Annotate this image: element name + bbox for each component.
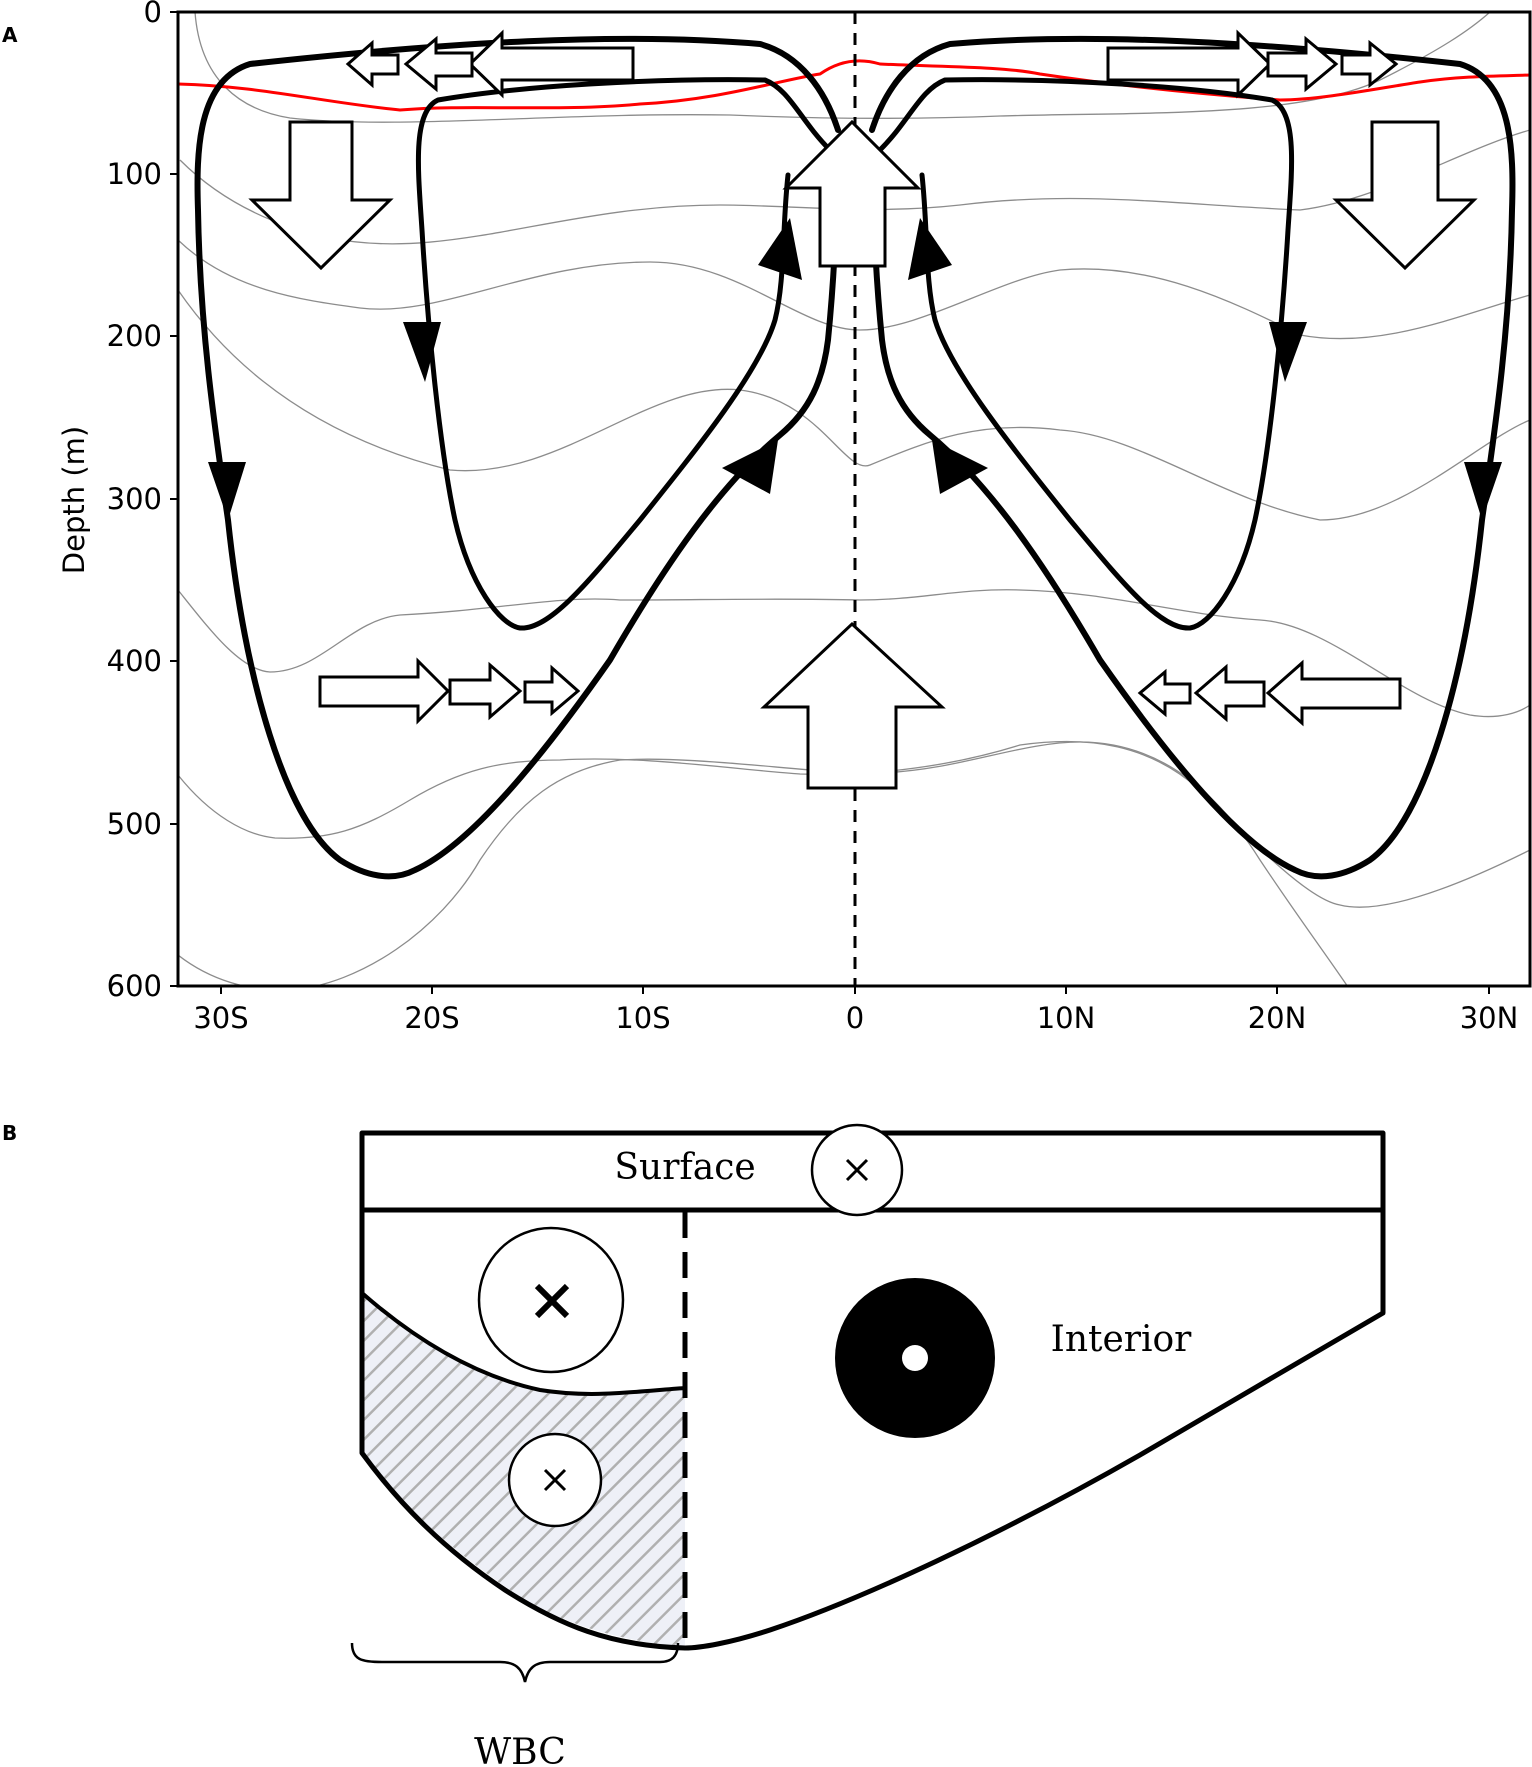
hollow-flow-arrows [248,29,1478,790]
x-tick-label-20n: 20N [1248,1001,1307,1035]
x-tick-label-0: 0 [846,1001,864,1035]
subsurface-arrow-large-left [1265,659,1402,727]
x-tick-20s: 20S [404,986,460,1035]
surface-arrow-small-right [1340,39,1399,89]
x-tick-30s: 30S [193,986,249,1035]
y-tick-400: 400 [107,644,178,678]
arrowhead-north-deep-up [932,440,988,494]
flow-arrowheads [208,218,1502,520]
arrowhead-south-return-up [758,218,802,280]
isopycnal-4 [178,289,1530,521]
equatorial-upwelling-arrow-lower [760,621,946,790]
plot-area [178,12,1530,986]
y-tick-100: 100 [107,157,178,191]
wbc-lower-into-page-icon [507,1432,603,1528]
y-tick-label-200: 200 [107,319,162,353]
isopycnal-5 [178,589,1530,718]
subduction-arrow-north [1332,120,1478,271]
panel-b-outline [359,1130,1386,1651]
y-tick-label-0: 0 [144,0,162,29]
y-axis-label: Depth (m) [57,426,91,574]
x-tick-label-30n: 30N [1460,1001,1519,1035]
arrowhead-north-inner-down [1269,322,1307,382]
x-tick-label-10n: 10N [1037,1001,1096,1035]
panel-b: B [2,1121,1386,1767]
x-tick-10n: 10N [1037,986,1096,1035]
y-tick-label-600: 600 [107,969,162,1003]
plot-frame [176,10,1532,988]
wbc-brace [350,1642,680,1683]
arrowhead-north-outer-down [1464,462,1502,520]
arrowhead-south-inner-down [403,322,441,382]
south-outer-cell [194,35,841,880]
surface-arrow-large-right [1106,29,1273,99]
y-tick-0: 0 [144,0,178,29]
y-axis: 0 100 200 300 400 500 600 [107,0,178,1003]
subsurface-arrow-medium-left [1193,663,1266,723]
arrowhead-south-deep-up [722,440,778,494]
y-tick-200: 200 [107,319,178,353]
surface-arrow-medium-left [403,35,474,93]
x-tick-label-10s: 10S [615,1001,670,1035]
arrowhead-north-return-up [908,218,952,280]
wbc-layer-boundary [360,1291,686,1396]
x-tick-30n: 30N [1460,986,1519,1035]
surface-label: Surface [614,1147,755,1188]
y-tick-label-100: 100 [107,157,162,191]
subduction-arrow-south [248,120,394,271]
x-tick-label-30s: 30S [193,1001,248,1035]
south-inner-cell [415,77,833,631]
x-tick-label-20s: 20S [404,1001,459,1035]
surface-arrow-large-left [467,29,635,99]
surface-flow-into-page-icon [810,1123,904,1217]
surface-arrow-medium-right [1266,35,1339,93]
subsurface-arrow-small-left [1137,668,1192,718]
panel-a: A Depth (m) 0 100 200 300 400 500 600 30… [2,0,1532,1035]
x-axis: 30S 20S 10S 0 10N 20N 30N [193,986,1518,1035]
wbc-label: WBC [474,1732,566,1767]
subsurface-arrow-small-right [523,664,581,717]
north-inner-cell [877,77,1295,631]
y-tick-label-400: 400 [107,644,162,678]
subsurface-arrow-large-right [318,657,451,725]
interior-flow-out-of-page-icon [835,1278,995,1438]
surface-arrow-small-left [345,39,400,89]
mixed-layer-depth-line [178,59,1530,112]
y-tick-label-300: 300 [107,482,162,516]
y-tick-label-500: 500 [107,807,162,841]
y-tick-600: 600 [107,969,178,1003]
wbc-upper-into-page-icon [477,1226,625,1374]
interior-label: Interior [1051,1319,1193,1360]
x-tick-10s: 10S [615,986,671,1035]
equatorial-upwelling-arrow-upper [782,119,922,268]
x-tick-0: 0 [846,986,864,1035]
y-tick-300: 300 [107,482,178,516]
y-tick-500: 500 [107,807,178,841]
subsurface-arrow-medium-right [448,661,523,721]
panel-b-letter: B [2,1121,17,1145]
x-tick-20n: 20N [1248,986,1307,1035]
panel-a-letter: A [2,23,18,47]
arrowhead-south-outer-down [208,462,246,520]
